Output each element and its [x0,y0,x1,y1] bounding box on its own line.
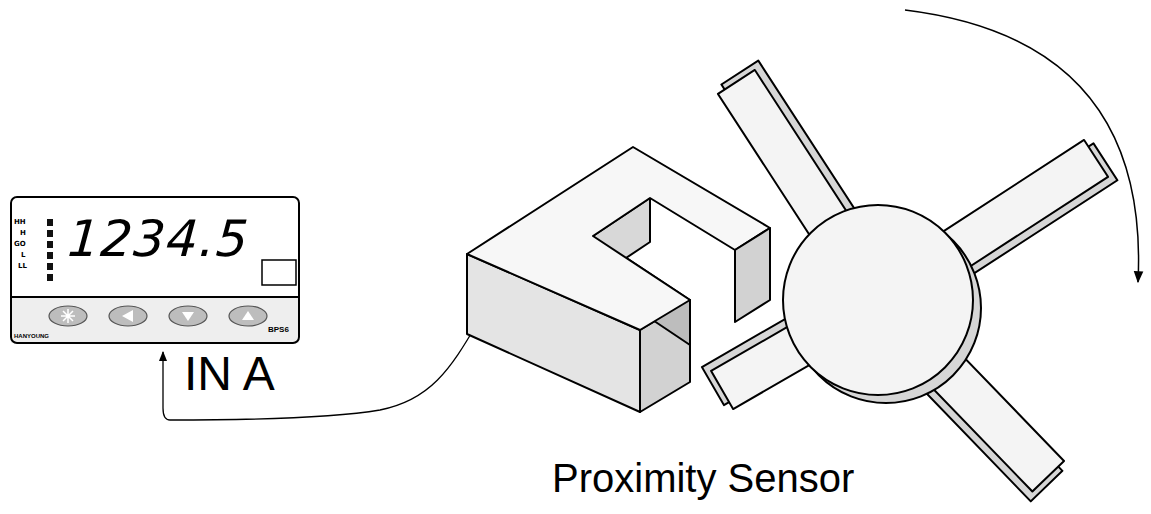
brand-text: BPS6 [268,326,289,334]
signal-wire [163,322,478,420]
indicator-label: LL [18,263,27,270]
indicator-label: H [20,230,26,237]
target-wheel [702,61,1118,502]
display-value: 1234.5 [66,214,250,264]
sensor-label: Proximity Sensor [552,458,854,498]
panel-meter: HHHGOLLL1234.5HANYOUNGBPS6 [10,196,300,344]
indicator-label: L [21,252,25,259]
indicator-label: GO [14,241,26,248]
rotation-arrow [905,10,1139,282]
input-label: IN A [184,350,275,398]
indicator-label: HH [14,219,26,226]
brand-text: HANYOUNG [14,333,49,339]
